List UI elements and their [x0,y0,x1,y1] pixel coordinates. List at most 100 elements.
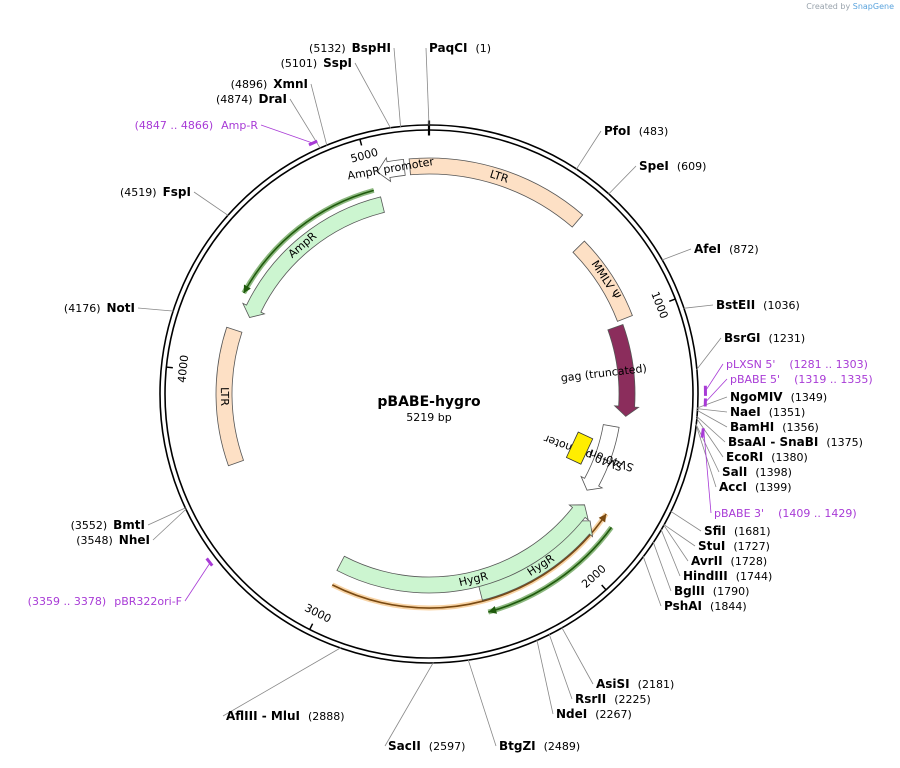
site-leader-line [384,662,434,747]
primer-range: (4847 .. 4866) [135,119,214,132]
site-name: NdeI [556,707,587,721]
site-position: (4176) [64,302,101,315]
site-label: SfiI(1681) [704,524,771,538]
site-label: BglII(1790) [674,584,749,598]
tick-mark [359,138,363,146]
primer-label: pBABE 5'(1319 .. 1335) [730,373,873,386]
site-leader-line [683,304,714,309]
site-label: (4896)XmnI [231,77,308,91]
site-position: (609) [677,160,707,173]
site-position: (2888) [308,710,345,723]
site-position: (3548) [76,534,113,547]
primer-range: (1409 .. 1429) [778,507,857,520]
site-label: BsaAI - SnaBI(1375) [728,435,863,449]
site-name: NotI [107,301,136,315]
site-name: PaqCI [429,41,467,55]
site-position: (4896) [231,78,268,91]
tick-label: 5000 [349,146,379,166]
site-label: PaqCI (1) [429,41,491,55]
site-label: NgoMIV (1349) [730,390,827,404]
site-leader-line [575,130,602,170]
tick-mark [165,366,173,369]
site-label: AccI(1399) [719,480,792,494]
site-name: AfeI [694,242,721,256]
site-name: FspI [163,185,191,199]
feature-sv40-ori [565,431,594,465]
site-name: SspI [323,56,352,70]
site-position: (1351) [769,406,806,419]
site-label: SpeI (609) [639,159,706,173]
primer-layer: pLXSN 5'(1281 .. 1303)pBABE 5'(1319 .. 1… [28,119,873,608]
site-position: (1728) [731,555,768,568]
site-position: (1380) [771,451,808,464]
site-name: AflIII - MluI [226,709,300,723]
site-label: AvrII(1728) [691,554,767,568]
feature-ltr [215,326,245,467]
site-position: (1399) [755,481,792,494]
site-position: (1036) [763,299,800,312]
orf-line [243,189,374,294]
site-label: SacII(2597) [388,739,465,753]
site-name: SpeI [639,159,669,173]
site-name: RsrII [575,692,606,706]
site-position: (483) [639,125,669,138]
site-position: (1744) [736,570,773,583]
site-name: NheI [119,533,150,547]
site-label: PfoI(483) [604,124,668,138]
site-leader-line [193,191,229,216]
site-label: (4176) NotI [64,301,135,315]
site-leader-line [696,409,728,428]
site-label: AsiSI(2181) [596,677,674,691]
primer-label: pBABE 3'(1409 .. 1429) [714,507,857,520]
site-position: (1) [475,42,491,55]
site-label: SalI(1398) [722,465,792,479]
credit-brand: SnapGene [852,2,894,11]
site-name: NgoMIV [730,390,783,404]
primer-leader-line [184,563,210,602]
site-name: BamHI [730,420,774,434]
site-label: BstEII(1036) [716,298,800,312]
plasmid-size: 5219 bp [406,411,451,424]
feature-ampr [242,196,385,318]
site-name: StuI [698,539,725,553]
site-leader-line [663,524,689,562]
site-leader-line [425,47,430,126]
site-name: SfiI [704,524,726,538]
site-label: HindIII(1744) [683,569,772,583]
site-name: SacII [388,739,421,753]
plasmid-name: pBABE-hygro [377,394,481,410]
site-leader-line [147,507,186,526]
site-position: (1349) [791,391,828,404]
site-leader-line [660,529,681,577]
primer-leader-line [706,378,728,402]
site-position: (4519) [120,186,157,199]
feature-label: LTR [488,167,510,185]
site-leader-line [222,647,342,717]
site-name: BspHI [352,41,391,55]
site-position: (1844) [710,600,747,613]
tick-mark [668,298,677,303]
primer-name: pBR322ori-F [114,595,182,608]
site-label: StuI(1727) [698,539,770,553]
site-name: AsiSI [596,677,630,691]
site-label: (5132)BspHI [309,41,391,55]
site-label: (4874)DraI [216,92,287,106]
site-position: (2489) [544,740,581,753]
primer-mark [700,428,705,438]
site-position: (5101) [281,57,318,70]
primer-range: (1281 .. 1303) [789,358,868,371]
site-label: (4519) FspI [120,185,191,199]
primer-mark [205,557,214,567]
site-label: BsrGI(1231) [724,331,805,345]
site-leader-line [696,396,728,409]
primer-mark [308,139,318,147]
site-label: PshAI(1844) [664,599,747,613]
site-leader-line [137,307,174,312]
orf-line [488,526,613,613]
primer-range: (1319 .. 1335) [794,373,873,386]
site-position: (4874) [216,93,253,106]
primer-label: (4847 .. 4866)Amp-R [135,119,259,132]
feature-gag-truncated- [607,324,640,417]
credit-prefix: Created by [806,2,851,11]
